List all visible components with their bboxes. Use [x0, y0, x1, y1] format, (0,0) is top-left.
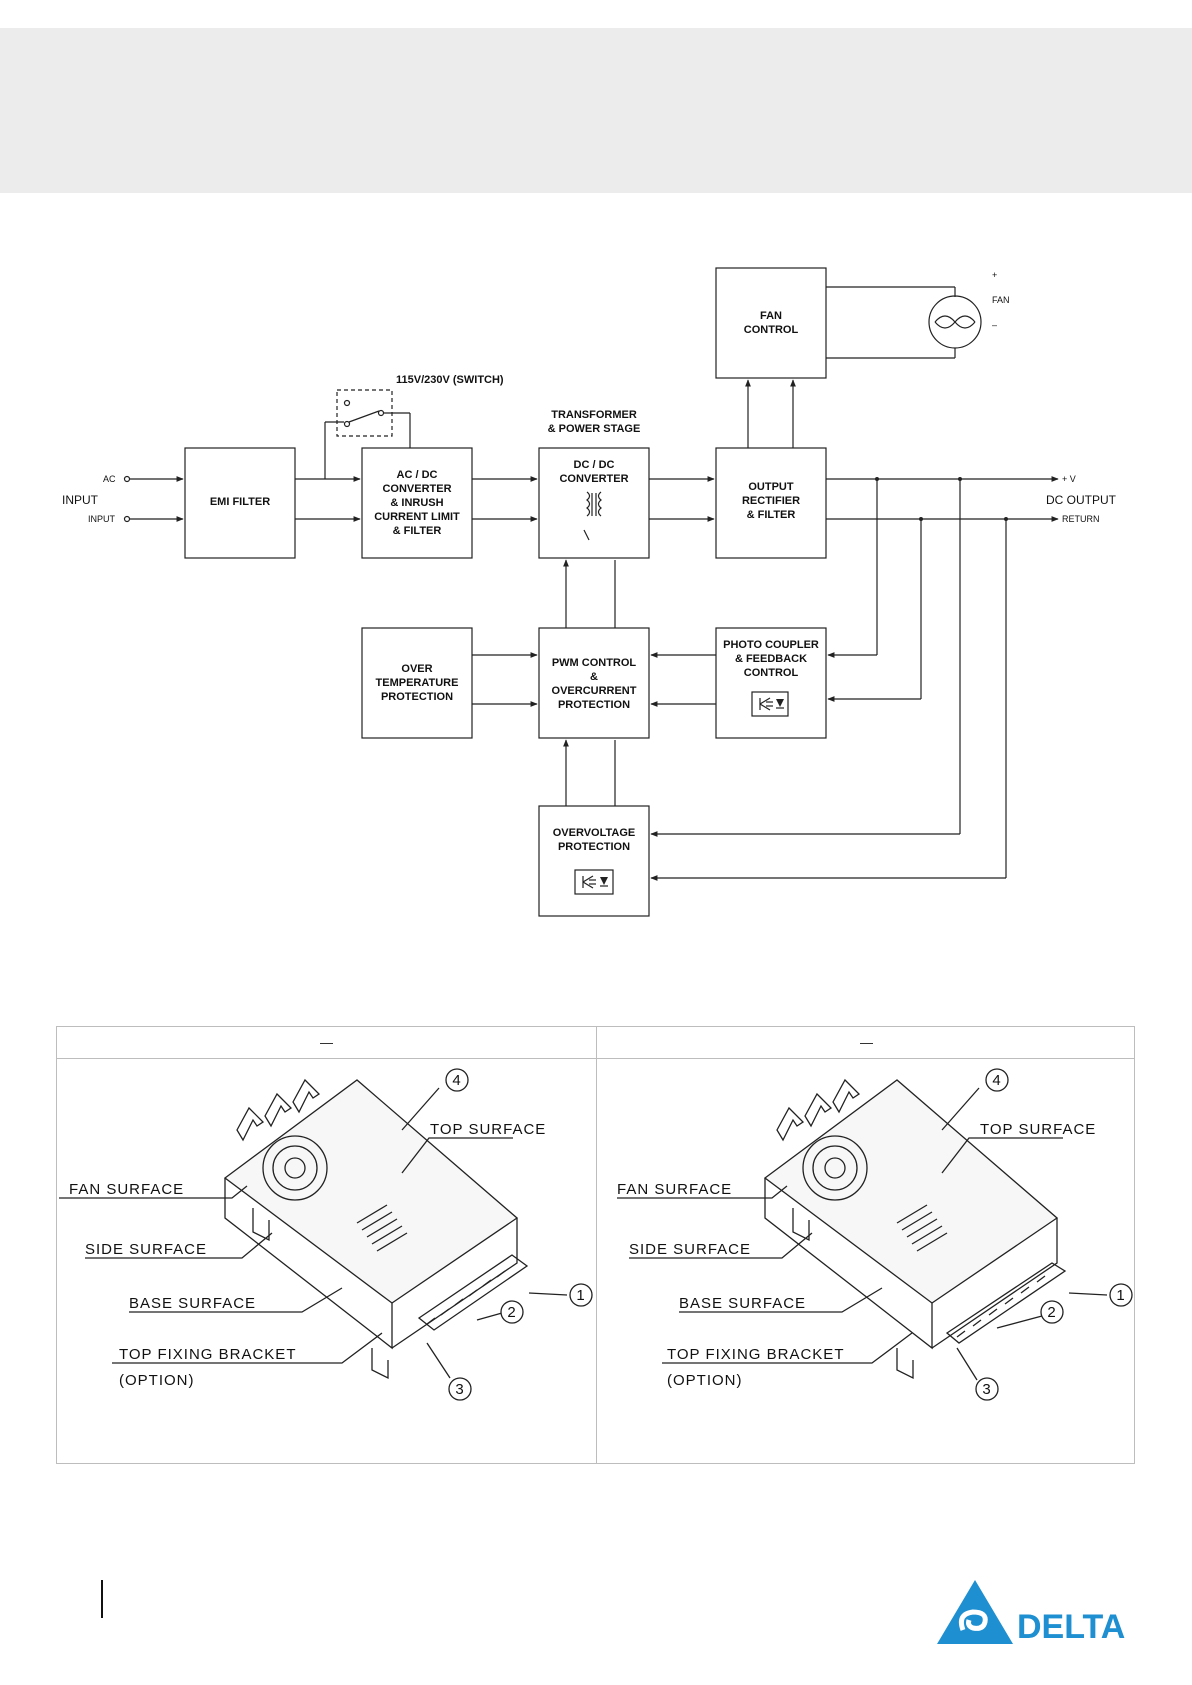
input-terminal-label: INPUT: [88, 514, 116, 524]
column-2-header: —: [860, 1035, 873, 1050]
option-label: (OPTION): [119, 1372, 195, 1389]
acdc-line-5: & FILTER: [393, 525, 442, 537]
return-label: RETURN: [1062, 514, 1100, 524]
fan-label: FAN: [992, 295, 1010, 305]
header-band: [0, 28, 1192, 193]
fan-plus-label: +: [992, 270, 997, 280]
fan-icon: [928, 295, 982, 349]
over-temp-line-2: TEMPERATURE: [376, 677, 459, 689]
fan-control-block: [715, 267, 827, 379]
optocoupler-icon: [751, 691, 789, 717]
pwm-line-1: PWM CONTROL: [552, 657, 637, 669]
ovp-optocoupler-icon: [574, 869, 614, 895]
fan-surface-label: FAN SURFACE: [617, 1181, 732, 1198]
column-divider: [596, 1027, 597, 1463]
dcdc-converter-block: [538, 447, 650, 559]
base-surface-label: BASE SURFACE: [679, 1295, 806, 1312]
acdc-line-1: AC / DC: [397, 469, 438, 481]
callout-2: 2: [1047, 1304, 1056, 1321]
side-surface-label: SIDE SURFACE: [629, 1241, 751, 1258]
top-fixing-bracket-label: TOP FIXING BRACKET: [119, 1346, 296, 1363]
fan-surface-label: FAN SURFACE: [69, 1181, 184, 1198]
callout-3: 3: [982, 1381, 991, 1398]
dcdc-line-2: CONVERTER: [559, 473, 628, 485]
rectifier-line-2: RECTIFIER: [742, 495, 800, 507]
mech-table-header: — —: [57, 1027, 1134, 1059]
callout-1: 1: [576, 1287, 585, 1304]
fan-control-line-1: FAN: [760, 310, 782, 322]
rectifier-line-1: OUTPUT: [748, 481, 794, 493]
photo-line-2: & FEEDBACK: [735, 653, 807, 665]
input-label: INPUT: [62, 493, 99, 507]
pwm-line-2: &: [590, 671, 598, 683]
photo-coupler-block: [715, 627, 827, 739]
emi-filter-block: [184, 447, 296, 559]
ac-terminal-label: AC: [103, 474, 116, 484]
power-supply-block-diagram: AC INPUT INPUT EMI FILTER 115V/230V (SWI…: [62, 267, 1117, 917]
emi-filter-label: EMI FILTER: [210, 496, 270, 508]
over-temp-line-3: PROTECTION: [381, 691, 453, 703]
acdc-line-4: CURRENT LIMIT: [374, 511, 460, 523]
surface-drawing-1: 4 1 2 3 TOP SURFACE FAN SURFACE SIDE SUR…: [59, 1068, 593, 1401]
callout-2: 2: [507, 1304, 516, 1321]
callout-4: 4: [992, 1072, 1001, 1089]
overvoltage-block: [538, 805, 650, 917]
over-temp-line-1: OVER: [401, 663, 432, 675]
fan-control-line-2: CONTROL: [744, 324, 799, 336]
photo-line-3: CONTROL: [744, 667, 799, 679]
column-1-header: —: [320, 1035, 333, 1050]
plus-v-label: + V: [1062, 474, 1076, 484]
fan-minus-label: –: [992, 320, 997, 330]
over-temperature-block: [361, 627, 473, 739]
callout-4: 4: [452, 1072, 461, 1089]
side-surface-label: SIDE SURFACE: [85, 1241, 207, 1258]
callout-3: 3: [455, 1381, 464, 1398]
input-terminal: [123, 515, 131, 523]
top-surface-label: TOP SURFACE: [980, 1121, 1096, 1138]
dcdc-line-1: DC / DC: [574, 459, 615, 471]
top-surface-label: TOP SURFACE: [430, 1121, 546, 1138]
transformer-icon: [583, 491, 602, 541]
acdc-line-3: & INRUSH: [390, 497, 443, 509]
photo-line-1: PHOTO COUPLER: [723, 639, 819, 651]
output-rectifier-block: [715, 447, 827, 559]
ovp-line-2: PROTECTION: [558, 841, 630, 853]
acdc-converter-block: [361, 447, 473, 559]
surface-drawing-2: 4 1 2 3 TOP SURFACE FAN SURFACE SIDE SUR…: [617, 1068, 1133, 1401]
ovp-line-1: OVERVOLTAGE: [553, 827, 636, 839]
pwm-control-block: [538, 627, 650, 739]
delta-logo: DELTA: [937, 1580, 1125, 1646]
base-surface-label: BASE SURFACE: [129, 1295, 256, 1312]
option-label: (OPTION): [667, 1372, 743, 1389]
top-fixing-bracket-label: TOP FIXING BRACKET: [667, 1346, 844, 1363]
pwm-line-4: PROTECTION: [558, 699, 630, 711]
ac-terminal: [123, 475, 131, 483]
transformer-title-2: & POWER STAGE: [548, 423, 641, 435]
rectifier-line-3: & FILTER: [747, 509, 796, 521]
transformer-title-1: TRANSFORMER: [551, 409, 637, 421]
dc-output-label: DC OUTPUT: [1046, 493, 1117, 507]
delta-wordmark: DELTA: [1017, 1608, 1125, 1646]
callout-1: 1: [1116, 1287, 1125, 1304]
switch-label: 115V/230V (SWITCH): [396, 374, 504, 386]
mechanical-surfaces-table: — —: [56, 1026, 1135, 1464]
pwm-line-3: OVERCURRENT: [552, 685, 637, 697]
footer-rule: [101, 1580, 103, 1618]
acdc-line-2: CONVERTER: [382, 483, 451, 495]
